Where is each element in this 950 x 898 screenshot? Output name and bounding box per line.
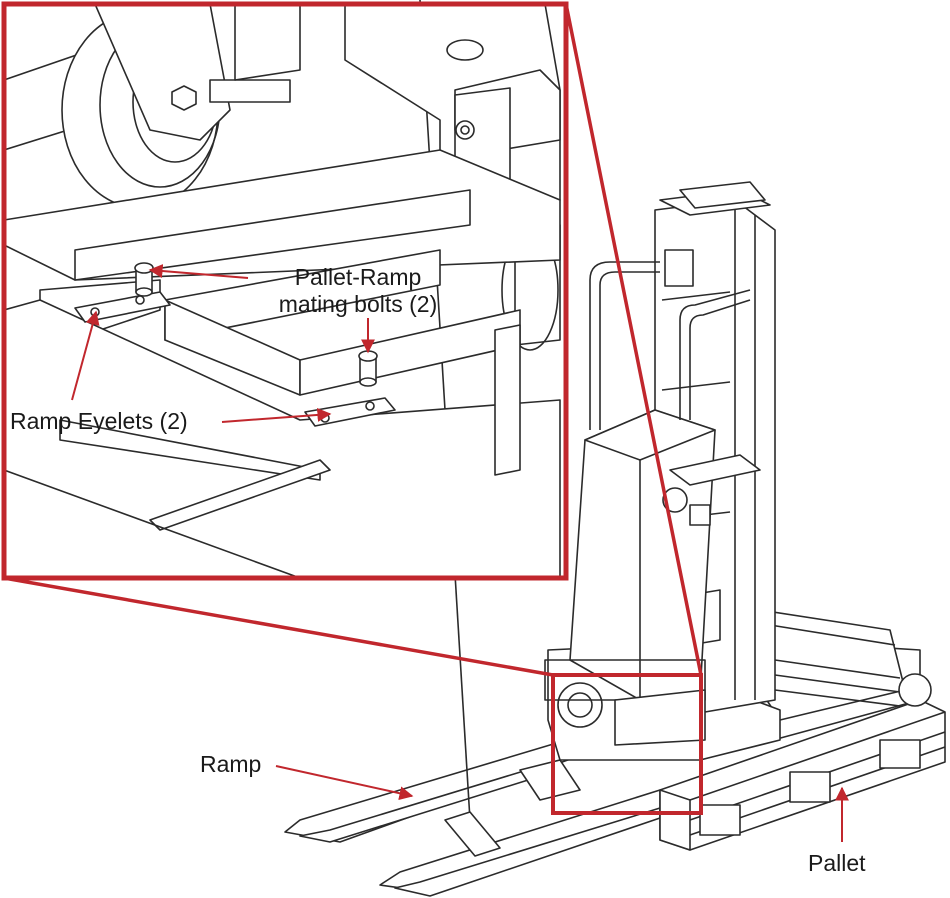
arrow-bolt-1	[148, 264, 249, 279]
arrow-eyelet-2	[221, 407, 332, 423]
bolts-label-line-2: mating bolts (2)	[278, 291, 438, 317]
pallet-drawing	[659, 699, 946, 851]
zoom-callout	[1, 1, 703, 815]
handles	[589, 261, 761, 486]
arrow-eyelet-1	[71, 310, 100, 401]
callout-arrows	[71, 264, 849, 842]
bolts-label-line-1: Pallet-Ramp	[294, 264, 422, 290]
ramp-label: Ramp	[200, 751, 262, 777]
bolts-label: Pallet-Ramp mating bolts (2)	[248, 264, 468, 318]
zoom-line-left	[3, 576, 554, 677]
inset-frame	[1, 1, 569, 581]
lift-carriage	[569, 409, 716, 701]
eyelets-label: Ramp Eyelets (2)	[10, 408, 188, 434]
pallet-label: Pallet	[808, 850, 866, 876]
detail-region-box	[551, 673, 703, 815]
machine-drawing	[284, 0, 946, 897]
arrow-ramp	[275, 765, 414, 801]
ramp-drawing	[284, 0, 691, 897]
detail-inset	[4, 4, 561, 578]
zoom-line-right	[564, 3, 703, 676]
